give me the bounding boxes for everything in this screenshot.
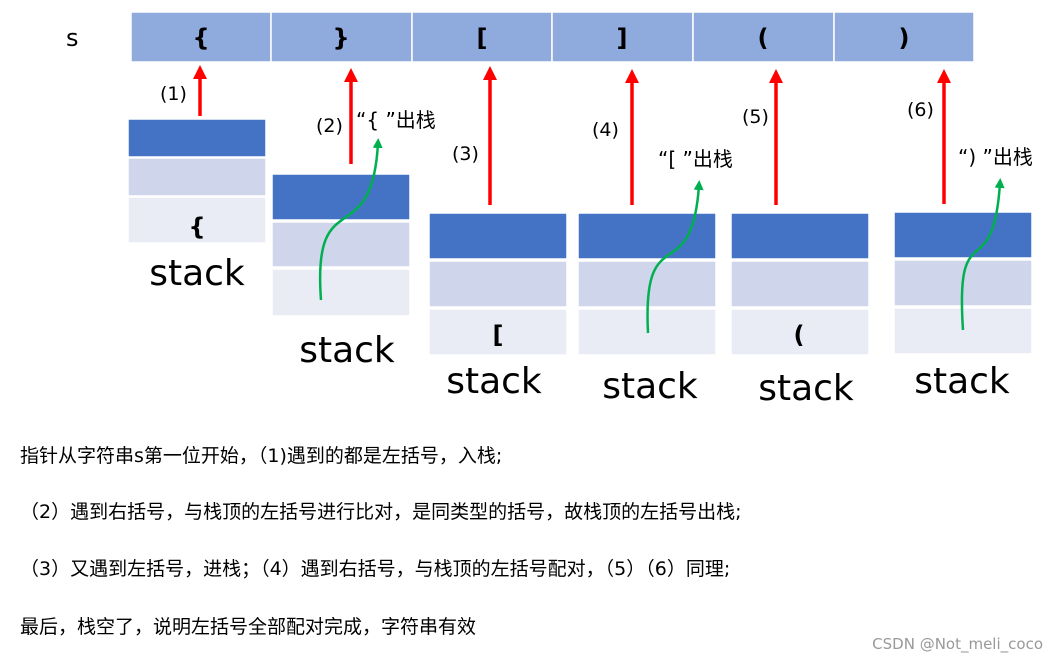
stack-5-mid (730, 260, 870, 308)
explanation-line-2: （2）遇到右括号，与栈顶的左括号进行比对，是同类型的括号，故栈顶的左括号出栈; (20, 501, 742, 523)
popped-label-4: “[ ”出栈 (658, 147, 733, 171)
step-label-2: (2) (316, 115, 343, 137)
step-2: (2) “{ ”出栈 stack (271, 68, 436, 371)
popped-label-2: “{ ”出栈 (356, 108, 436, 132)
stack-3-mid (428, 260, 568, 308)
string-char-5: ( (758, 24, 769, 52)
string-char-6: ) (899, 24, 910, 52)
stack-1-bottom (127, 196, 267, 244)
step-4: (4) “[ ”出栈 stack (577, 69, 733, 407)
pop-arrow-4 (646, 180, 704, 334)
stack-5-top (730, 212, 870, 260)
step-label-1: (1) (160, 83, 187, 105)
stack-5-bottom (730, 308, 870, 356)
step-3: (3) [ stack (428, 66, 568, 402)
step-label-3: (3) (452, 143, 479, 165)
bracket-matching-diagram: s { } [ ] ( ) (1) { stack (2) “{ ”出栈 sta… (66, 11, 1033, 409)
stack-2-label: stack (299, 330, 395, 371)
stack-5-char: ( (794, 321, 805, 349)
step-6: (6) “) ”出栈 stack (893, 69, 1033, 402)
string-char-4: ] (617, 24, 628, 52)
string-cell-3 (411, 11, 553, 63)
stack-2-mid (271, 221, 411, 268)
explanation-line-1: 指针从字符串s第一位开始，（1)遇到的都是左括号，入栈; (20, 445, 503, 467)
stack-6-label: stack (914, 361, 1010, 402)
watermark: CSDN @Not_meli_coco (872, 635, 1043, 653)
stack-3-char: [ (493, 321, 504, 349)
step-label-5: (5) (742, 106, 769, 128)
step-5: (5) ( stack (730, 69, 870, 409)
explanation-line-3: （3）又遇到左括号，进栈；（4）遇到右括号，与栈顶的左括号配对，（5）（6）同理… (20, 558, 731, 580)
stack-1-char: { (188, 213, 205, 241)
explanation-line-4: 最后，栈空了，说明左括号全部配对完成，字符串有效 (20, 616, 477, 638)
stack-2-bottom (271, 268, 411, 317)
string-cell-5 (692, 11, 835, 63)
step-label-6: (6) (907, 99, 934, 121)
string-cell-6 (833, 11, 975, 63)
popped-label-6: “) ”出栈 (958, 145, 1033, 169)
string-cell-1 (130, 11, 272, 63)
string-cell-2 (270, 11, 413, 63)
string-row: { } [ ] ( ) (130, 11, 975, 63)
stack-3-label: stack (446, 361, 542, 402)
stack-4-label: stack (602, 366, 698, 407)
step-1: (1) { stack (127, 65, 267, 294)
string-char-3: [ (477, 24, 488, 52)
stack-2-top (271, 173, 411, 221)
string-label: s (66, 24, 79, 52)
stack-5-label: stack (758, 368, 854, 409)
step-label-4: (4) (592, 119, 619, 141)
stack-3-bottom (428, 308, 568, 356)
stack-1-mid (127, 157, 267, 197)
stack-4-top (577, 212, 717, 260)
stack-6-top (893, 211, 1033, 259)
string-char-1: { (192, 24, 209, 52)
pop-arrow-6 (960, 178, 1005, 331)
pop-arrow-2 (318, 138, 383, 301)
stack-1-label: stack (149, 253, 245, 294)
stack-3-top (428, 212, 568, 260)
string-char-2: } (332, 24, 349, 52)
stack-1-top (127, 118, 267, 158)
